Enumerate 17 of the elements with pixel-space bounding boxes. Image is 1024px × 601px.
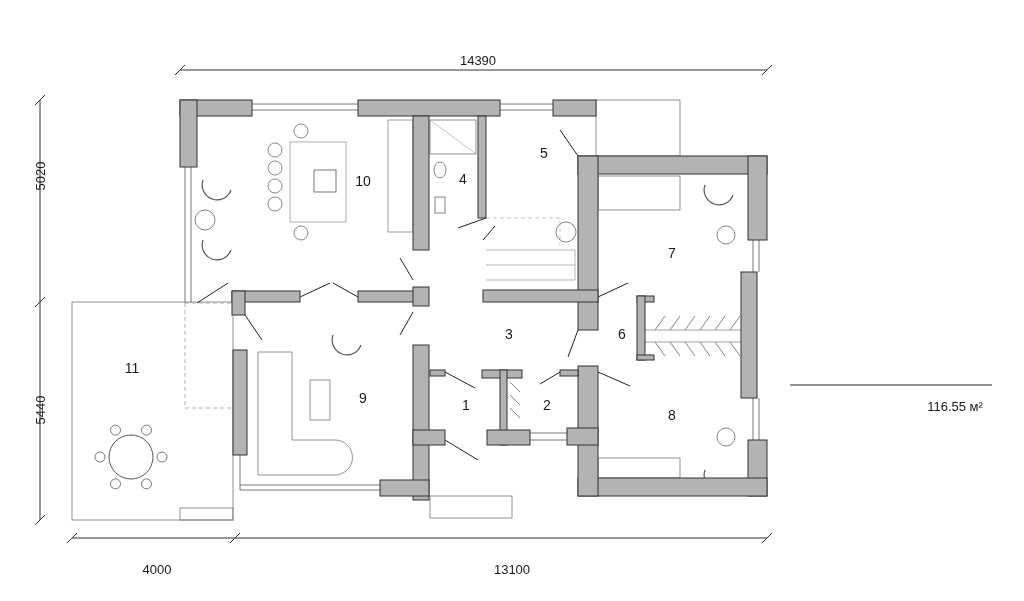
room-number: 5: [540, 146, 548, 160]
dimension-value: 5440: [33, 395, 47, 425]
dimension-value: 14390: [459, 53, 497, 67]
room-number: 2: [543, 398, 551, 412]
room-number: 4: [459, 172, 467, 186]
dimension-value: 13100: [493, 562, 531, 576]
dimension-value: 4000: [142, 562, 172, 576]
room-number: 9: [359, 391, 367, 405]
room-number: 1: [462, 398, 470, 412]
room-number: 6: [618, 327, 626, 341]
dimension-value: 5020: [33, 161, 47, 191]
room-number: 10: [355, 174, 371, 188]
room-number: 11: [124, 361, 140, 375]
room-number: 7: [668, 246, 676, 260]
room-number: 8: [668, 408, 676, 422]
room-number: 3: [505, 327, 513, 341]
area-value: 116.55 м²: [927, 399, 983, 413]
